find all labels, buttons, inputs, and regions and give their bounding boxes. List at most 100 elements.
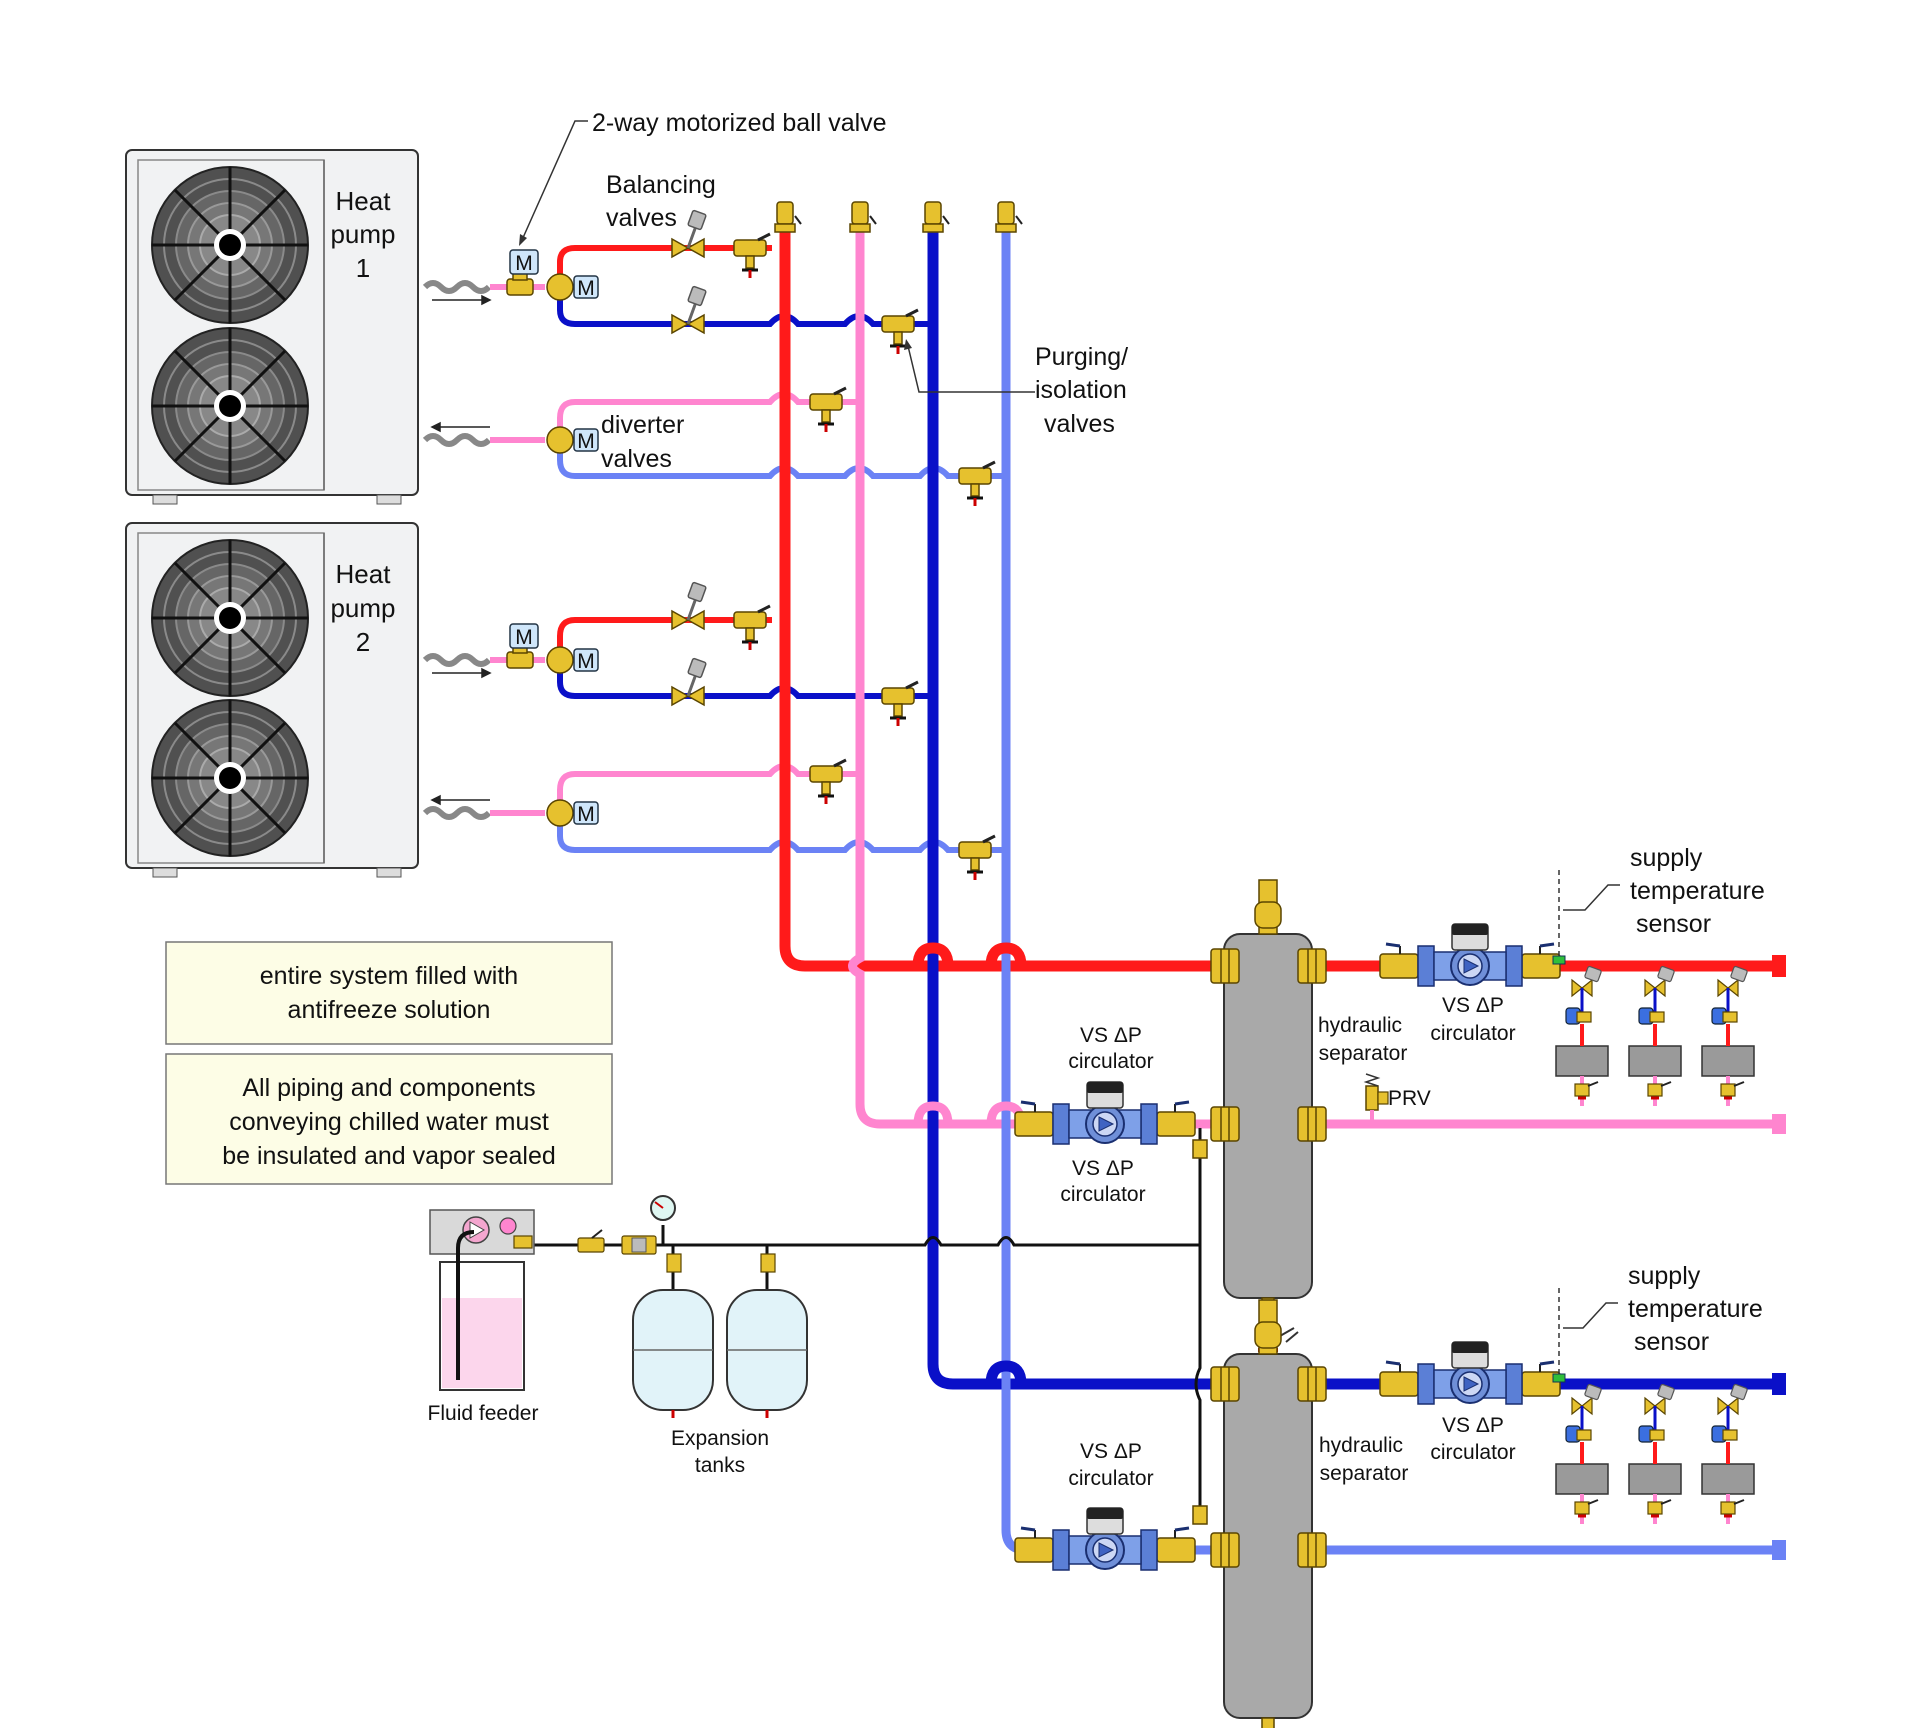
fluid-feeder-label: Fluid feeder: [428, 1402, 539, 1425]
hp1-label-3: 1: [356, 253, 370, 283]
header-crossovers: [912, 942, 1027, 1385]
separator-label-1: hydraulic: [1318, 1014, 1402, 1037]
supply-sensor-label-3: sensor: [1636, 910, 1711, 938]
motor-label: M: [577, 430, 595, 453]
motor-label: M: [577, 650, 595, 673]
zone-valve-icon: [1554, 1381, 1610, 1526]
heat-pump-2: Heat pump 2: [125, 522, 419, 878]
zone-valve-icon: [1627, 963, 1683, 1108]
headers: [779, 232, 1225, 1555]
diverter-valves: M M M M: [546, 273, 599, 827]
circulator-label: circulator: [1068, 1050, 1153, 1073]
circulator-pump-icon: [1378, 922, 1562, 988]
air-vent-icon: [995, 201, 1023, 233]
supply-sensor-label-2: temperature: [1630, 877, 1765, 905]
ball-valve-icon: [880, 308, 920, 356]
flex-hoses: [422, 280, 492, 820]
note2-line2: conveying chilled water must: [229, 1108, 549, 1136]
air-vent-icon: [774, 201, 802, 233]
note-antifreeze: entire system filled with antifreeze sol…: [165, 941, 613, 1045]
pipe-ends: [1772, 955, 1786, 1560]
expansion-tanks: Expansion tanks: [632, 1253, 808, 1477]
fan-icon: [150, 698, 310, 858]
purging-label-1: Purging/: [1035, 343, 1128, 371]
expansion-label-2: tanks: [695, 1454, 745, 1477]
supply-sensor-label-3: sensor: [1634, 1328, 1709, 1356]
circulator-label-vsdp: VS ΔP: [1080, 1440, 1142, 1463]
fan-icon: [150, 538, 310, 698]
motor-actuator-icon: [509, 249, 539, 275]
supply-sensor-label-1: supply: [1628, 1262, 1701, 1290]
separator-label-1: hydraulic: [1319, 1434, 1403, 1457]
supply-sensor-chilled: [1552, 1288, 1566, 1383]
fan-icon: [150, 165, 310, 325]
ball-valve-icon: [957, 834, 997, 882]
hydraulic-separator-hot: [1210, 878, 1327, 1352]
circulator-label-vsdp: VS ΔP: [1442, 1414, 1504, 1437]
supply-sensor-label-1: supply: [1630, 844, 1703, 872]
zone-valve-icon: [1627, 1381, 1683, 1526]
pressure-gauge-icon: [499, 1217, 517, 1235]
circulator-pump-icon: [1013, 1080, 1197, 1146]
fan-icon: [150, 326, 310, 486]
zone-valves-hot: [1554, 963, 1756, 1108]
air-vent-icon: [922, 201, 950, 233]
ball-valve-icon: [808, 758, 848, 806]
balancing-label-1: Balancing: [606, 171, 716, 199]
circulator-label: circulator: [1430, 1441, 1515, 1464]
hp1-label-1: Heat: [336, 186, 392, 216]
air-vent-icon: [849, 201, 877, 233]
ball-valve-icon: [732, 232, 772, 280]
motor-label: M: [515, 626, 533, 649]
ball-valve-icon: [808, 386, 848, 434]
flow-arrows: [430, 294, 492, 806]
balancing-valves: [670, 208, 708, 707]
note2-line1: All piping and components: [242, 1074, 535, 1102]
hp1-label-2: pump: [330, 219, 395, 249]
circulator-pump-icon: [1013, 1506, 1197, 1572]
motorized-valve-label: 2-way motorized ball valve: [592, 109, 887, 137]
callout-supply-sensor-chilled: supply temperature sensor: [1563, 1262, 1763, 1356]
ball-valve-icon: [957, 460, 997, 508]
circulator-label: circulator: [1430, 1022, 1515, 1045]
hp-branch-piping: [490, 245, 1003, 853]
hp-hose-pink: [490, 284, 545, 816]
callout-motorized-valve: 2-way motorized ball valve: [519, 109, 887, 246]
motor-label: M: [577, 803, 595, 826]
motor-label: M: [515, 252, 533, 275]
hp2-label-1: Heat: [336, 559, 392, 589]
fill-line-valves: [1192, 1139, 1208, 1525]
zone-valve-icon: [1554, 963, 1610, 1108]
motor-actuator-icon: [573, 428, 599, 452]
circulator-label-vsdp: VS ΔP: [1072, 1157, 1134, 1180]
motor-label: M: [577, 277, 595, 300]
zone-valve-icon: [1700, 963, 1756, 1108]
motorized-valves: M M: [505, 249, 539, 670]
supply-sensor-label-2: temperature: [1628, 1295, 1763, 1323]
circulator-label-vsdp: VS ΔP: [1442, 994, 1504, 1017]
motor-actuator-icon: [573, 648, 599, 672]
header-air-vents: [774, 201, 1023, 233]
hp2-label-2: pump: [330, 593, 395, 623]
motor-actuator-icon: [509, 623, 539, 649]
hp2-label-3: 2: [356, 627, 370, 657]
balancing-label-2: valves: [606, 204, 677, 232]
motor-actuator-icon: [573, 275, 599, 299]
heat-pump-1: Heat pump 1: [125, 149, 419, 505]
supply-sensor-hot: [1552, 870, 1566, 965]
callout-supply-sensor-hot: supply temperature sensor: [1563, 844, 1765, 938]
separator-label-2: separator: [1320, 1462, 1409, 1485]
note2-line3: be insulated and vapor sealed: [222, 1142, 556, 1170]
circulator-label: circulator: [1068, 1467, 1153, 1490]
diverter-label-1: diverter: [601, 411, 684, 439]
separator-label-2: separator: [1319, 1042, 1408, 1065]
callout-purging: Purging/ isolation valves: [904, 339, 1128, 438]
circulator-pump-icon: [1378, 1340, 1562, 1406]
ball-valve-icon: [732, 604, 772, 652]
ball-valve-icon: [880, 680, 920, 728]
purging-label-2: isolation: [1035, 376, 1127, 404]
diverter-label-2: valves: [601, 445, 672, 473]
motor-actuator-icon: [573, 801, 599, 825]
zone-valves-chilled: [1554, 1381, 1756, 1526]
